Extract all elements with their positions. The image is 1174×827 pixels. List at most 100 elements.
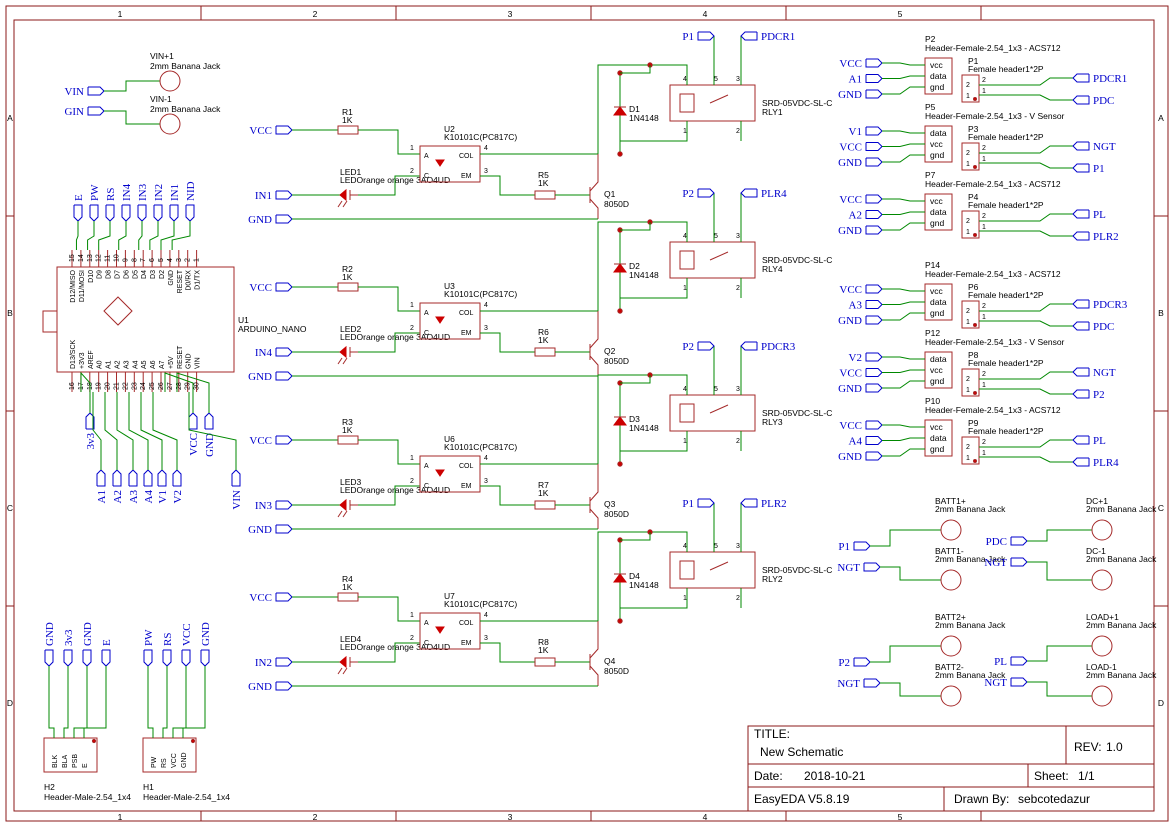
opto-led — [435, 626, 445, 634]
part-value: 8050D — [604, 666, 629, 676]
net-flag-shape — [89, 204, 99, 222]
net-label: GND — [838, 89, 862, 101]
part-ref: P10 — [925, 396, 940, 406]
wire — [480, 485, 535, 506]
wire — [188, 392, 237, 470]
net-flag-shape — [200, 649, 210, 667]
wire — [882, 154, 925, 163]
pin-number: 2 — [410, 478, 414, 485]
wire — [48, 666, 55, 738]
net-flag-v1: V1 — [157, 469, 169, 503]
pin-number: 2 — [736, 438, 740, 445]
net-flag-shape — [853, 657, 871, 667]
pin-name: data — [930, 433, 947, 443]
wire — [979, 320, 1073, 327]
led-symbol — [339, 188, 347, 202]
wire — [1027, 529, 1092, 542]
sheet-label: Sheet: — [1034, 769, 1069, 783]
jack-circle — [940, 519, 962, 541]
net-flag-shape — [162, 649, 172, 667]
net-label: PDC — [1093, 321, 1114, 333]
column-number: 4 — [703, 9, 708, 19]
banana-jack — [159, 113, 181, 135]
net-flag-v1: V1 — [849, 126, 883, 138]
pin-number: 2 — [966, 308, 970, 315]
pin-number: 1 — [966, 229, 970, 236]
wire — [147, 666, 154, 738]
net-flag-shape — [105, 204, 115, 222]
net-flag-v2: V2 — [849, 352, 883, 364]
net-flag-pw: PW — [89, 184, 101, 222]
wire — [979, 303, 1073, 312]
wire — [358, 286, 420, 312]
jack-ref: BATT2+ — [935, 612, 966, 622]
pin-number: 4 — [683, 543, 687, 550]
led-symbol — [339, 345, 347, 359]
net-flag-shape — [697, 31, 715, 41]
net-label: VIN — [64, 86, 84, 98]
wire — [979, 456, 1073, 463]
pin-number: 21 — [114, 382, 121, 390]
net-flag-shape — [204, 412, 214, 430]
wire — [83, 666, 107, 738]
wire — [152, 392, 178, 470]
net-label: VCC — [188, 433, 200, 456]
jack-desc: 2mm Banana Jack — [1086, 670, 1157, 680]
part-value: 1N4148 — [629, 580, 659, 590]
pin-number: 10 — [114, 254, 121, 262]
net-flag-plr4: PLR4 — [740, 188, 787, 200]
net-label: NGT — [1093, 141, 1116, 153]
jack-circle — [940, 569, 962, 591]
net-flag-rs: RS — [162, 633, 174, 667]
part-desc: Header-Female-2.54_1x3 - ACS712 — [925, 269, 1061, 279]
rev-label: REV: — [1074, 740, 1102, 754]
pin-name: D2 — [159, 270, 166, 279]
net-flag-shape — [1072, 299, 1090, 309]
wire — [870, 645, 941, 663]
pin-number: 4 — [484, 612, 488, 619]
net-flag-shape — [865, 436, 883, 445]
net-label: RS — [162, 633, 174, 646]
part-ref: D4 — [629, 571, 640, 581]
wire — [92, 392, 102, 470]
net-label: PDCR1 — [761, 31, 795, 43]
pin-name: VCC — [171, 753, 178, 768]
jack-desc: 2mm Banana Jack — [935, 554, 1006, 564]
resistor — [337, 125, 359, 135]
net-flag-shape — [865, 383, 883, 393]
jack-circle — [1091, 635, 1113, 657]
pin-number: 2 — [410, 168, 414, 175]
wire — [882, 312, 925, 321]
pin-number: 26 — [158, 382, 165, 390]
title-label: TITLE: — [754, 727, 790, 741]
net-label: NGT — [1093, 367, 1116, 379]
wire — [104, 392, 118, 470]
net-label: V1 — [157, 490, 169, 503]
resistor — [534, 500, 556, 510]
net-label: P2 — [1093, 389, 1105, 401]
part-desc: Female header1*2P — [968, 64, 1044, 74]
part-ref: Q2 — [604, 346, 616, 356]
net-flag-p1: P1 — [682, 498, 715, 510]
led-symbol — [339, 655, 347, 669]
net-flag-shape — [73, 204, 83, 222]
part-ref: R1 — [342, 107, 353, 117]
net-label: PDCR3 — [1093, 299, 1128, 311]
net-label: NGT — [837, 678, 860, 690]
net-flag-a2: A2 — [112, 469, 124, 503]
part-ref: LED3 — [340, 477, 362, 487]
resistor — [534, 190, 556, 200]
pin-number: 2 — [736, 595, 740, 602]
pin-number: 11 — [105, 255, 112, 262]
pin-name: C — [424, 640, 429, 647]
usb-connector — [42, 310, 58, 333]
row-letter: C — [7, 503, 13, 513]
pin-number: 1 — [966, 455, 970, 462]
part-value: 1K — [538, 645, 549, 655]
